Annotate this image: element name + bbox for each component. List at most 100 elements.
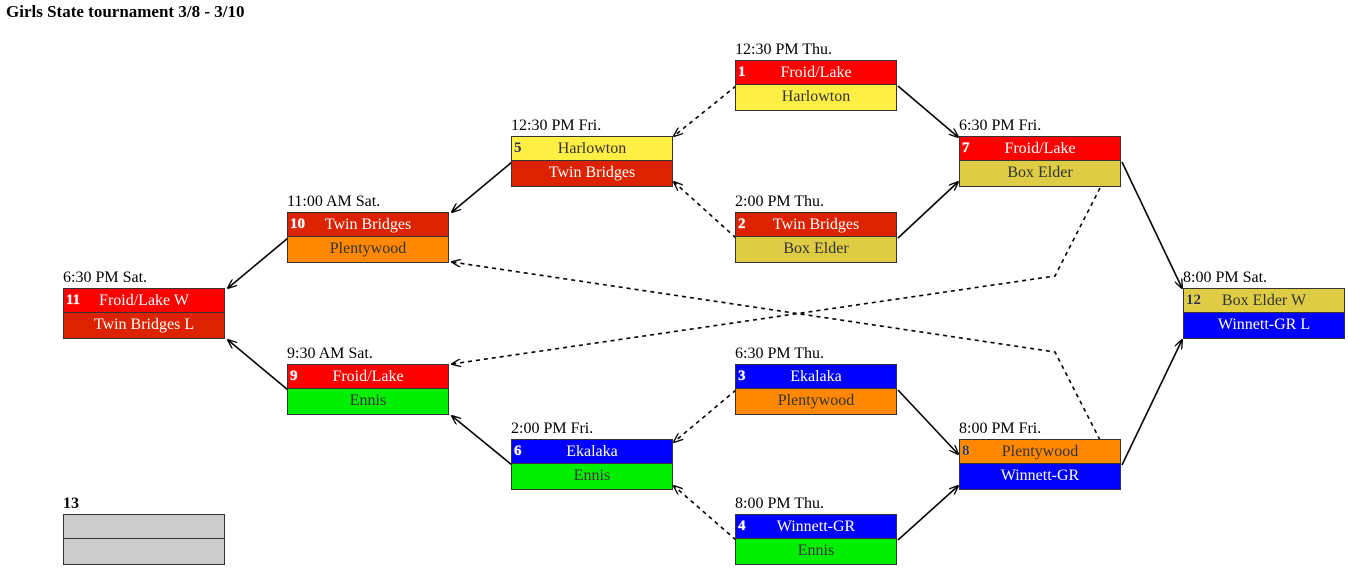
- team-slot-bottom: Twin Bridges L: [63, 313, 225, 339]
- team-slot-bottom: Box Elder: [959, 161, 1121, 187]
- team-name: Froid/Lake W: [99, 292, 189, 309]
- team-name: Froid/Lake: [332, 368, 404, 385]
- game-13: 13: [63, 495, 225, 565]
- game-time: 12:30 PM Thu.: [735, 41, 833, 58]
- team-name: Twin Bridges: [772, 216, 860, 233]
- game-time: 2:00 PM Fri.: [511, 420, 594, 437]
- game-number: 8: [962, 443, 970, 459]
- team-slot-top: [63, 514, 225, 539]
- connector-g2-g7: [897, 182, 958, 239]
- team-slot-top: 8 Plentywood: [959, 439, 1121, 464]
- team-name: Ennis: [349, 392, 387, 409]
- game-time: 2:00 PM Thu.: [735, 193, 825, 210]
- team-slot-top: 5 Harlowton: [511, 136, 673, 161]
- connector-g9-g11: [228, 340, 289, 391]
- team-name: Ekalaka: [566, 443, 618, 460]
- team-slot-bottom: Winnett-GR L: [1183, 313, 1345, 339]
- game-time: 8:00 PM Thu.: [735, 495, 825, 512]
- team-slot-top: 2 Twin Bridges: [735, 212, 897, 237]
- game-7: 6:30 PM Fri. 7 Froid/Lake Box Elder: [959, 117, 1121, 187]
- game-time: 12:30 PM Fri.: [511, 117, 602, 134]
- game-6: 2:00 PM Fri. 6 Ekalaka Ennis: [511, 420, 673, 490]
- team-slot-top: 12 Box Elder W: [1183, 288, 1345, 313]
- game-8: 8:00 PM Fri. 8 Plentywood Winnett-GR: [959, 420, 1121, 490]
- team-slot-top: 9 Froid/Lake: [287, 364, 449, 389]
- team-name: Ekalaka: [790, 368, 842, 385]
- team-slot-top: 10 Twin Bridges: [287, 212, 449, 237]
- team-slot-bottom: Ennis: [511, 464, 673, 490]
- game-number: 5: [514, 140, 522, 156]
- game-4: 8:00 PM Thu. 4 Winnett-GR Ennis: [735, 495, 897, 565]
- team-slot-bottom: [63, 539, 225, 565]
- team-name: Winnett-GR L: [1217, 316, 1311, 333]
- connector-g6-g9: [452, 416, 513, 466]
- game-1: 12:30 PM Thu. 1 Froid/Lake Harlowton: [735, 41, 897, 111]
- team-name: Plentywood: [329, 240, 407, 257]
- team-slot-bottom: Ennis: [735, 539, 897, 565]
- team-name: Box Elder W: [1221, 292, 1307, 309]
- connector-g8-g10: [452, 262, 1101, 441]
- team-slot-top: 11 Froid/Lake W: [63, 288, 225, 313]
- team-name: Harlowton: [781, 88, 851, 105]
- team-slot-bottom: Twin Bridges: [511, 161, 673, 187]
- game-time: 9:30 AM Sat.: [287, 345, 373, 362]
- team-name: Plentywood: [777, 392, 855, 409]
- game-time: 6:30 PM Thu.: [735, 345, 825, 362]
- game-10: 11:00 AM Sat. 10 Twin Bridges Plentywood: [287, 193, 449, 263]
- team-name: Froid/Lake: [1004, 140, 1076, 157]
- game-number: 12: [1186, 292, 1201, 308]
- team-slot-top: 4 Winnett-GR: [735, 514, 897, 539]
- game-time: 11:00 AM Sat.: [287, 193, 381, 210]
- game-9: 9:30 AM Sat. 9 Froid/Lake Ennis: [287, 345, 449, 415]
- team-name: Box Elder: [783, 240, 849, 257]
- connector-g7-g12: [1121, 161, 1182, 288]
- game-number: 11: [66, 292, 81, 308]
- game-3: 6:30 PM Thu. 3 Ekalaka Plentywood: [735, 345, 897, 415]
- connector-g3-g8: [897, 389, 958, 454]
- team-name: Winnett-GR: [776, 518, 856, 535]
- game-number: 6: [514, 443, 522, 459]
- game-number: 9: [290, 368, 298, 384]
- team-name: Twin Bridges: [548, 164, 636, 181]
- connector-g2-g5: [674, 182, 737, 239]
- game-number: 4: [738, 518, 746, 534]
- connector-g4-g8: [897, 486, 958, 541]
- connector-g1-g7: [897, 85, 958, 137]
- team-name: Ennis: [573, 467, 611, 484]
- game-5: 12:30 PM Fri. 5 Harlowton Twin Bridges: [511, 117, 673, 187]
- team-slot-bottom: Plentywood: [287, 237, 449, 263]
- connector-g8-g12: [1121, 340, 1182, 466]
- connector-g3-g6: [674, 389, 737, 442]
- game-11: 6:30 PM Sat. 11 Froid/Lake W Twin Bridges…: [63, 269, 225, 339]
- connector-g10-g11: [228, 237, 289, 288]
- game-12: 8:00 PM Sat. 12 Box Elder W Winnett-GR L: [1183, 269, 1345, 339]
- team-name: Plentywood: [1001, 443, 1079, 460]
- connector-g5-g10: [452, 161, 513, 212]
- team-name: Twin Bridges L: [93, 316, 195, 333]
- team-slot-bottom: Box Elder: [735, 237, 897, 263]
- game-time: 6:30 PM Fri.: [959, 117, 1042, 134]
- team-slot-top: 3 Ekalaka: [735, 364, 897, 389]
- team-slot-top: 6 Ekalaka: [511, 439, 673, 464]
- connector-g4-g6: [674, 486, 737, 541]
- game-number: 3: [738, 368, 746, 384]
- game-2: 2:00 PM Thu. 2 Twin Bridges Box Elder: [735, 193, 897, 263]
- game-number: 2: [738, 216, 746, 232]
- game-number: 10: [290, 216, 305, 232]
- team-slot-bottom: Plentywood: [735, 389, 897, 415]
- game-time: 8:00 PM Sat.: [1183, 269, 1268, 286]
- game-number: 13: [63, 495, 79, 512]
- team-slot-top: 1 Froid/Lake: [735, 60, 897, 85]
- team-name: Twin Bridges: [324, 216, 412, 233]
- team-name: Ennis: [797, 542, 835, 559]
- team-name: Winnett-GR: [1000, 467, 1080, 484]
- team-name: Froid/Lake: [780, 64, 852, 81]
- game-time: 6:30 PM Sat.: [63, 269, 148, 286]
- team-slot-bottom: Harlowton: [735, 85, 897, 111]
- connector-g7-g9: [452, 187, 1101, 364]
- connector-g1-g5: [674, 85, 737, 136]
- game-number: 7: [962, 140, 970, 156]
- team-name: Harlowton: [557, 140, 627, 157]
- game-number: 1: [738, 64, 746, 80]
- game-time: 8:00 PM Fri.: [959, 420, 1042, 437]
